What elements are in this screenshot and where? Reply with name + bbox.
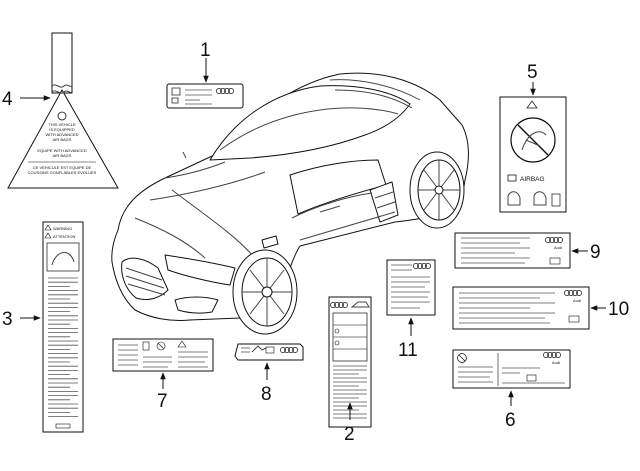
callout-5: 5	[527, 62, 538, 83]
label4-line-1: THIS VEHICLE	[48, 122, 76, 127]
label4-line-7: CE VEHICULE EST EQUIPE DE	[33, 165, 92, 170]
label4-line-6: AIR BAGS	[53, 153, 72, 158]
label4-line-4: AIR BAGS	[53, 137, 72, 142]
callout-9: 9	[590, 242, 601, 263]
label-8	[234, 343, 304, 361]
callout-2: 2	[344, 424, 355, 445]
label-11	[386, 259, 436, 316]
label9-brand: Audi	[554, 245, 562, 250]
label-5-airbag: AIRBAG	[499, 96, 567, 213]
callout-8: 8	[261, 384, 272, 405]
callout-6: 6	[505, 410, 516, 431]
label2-text-lines	[333, 365, 367, 419]
label4-line-5: EQUIPE WITH ADVANCED	[37, 148, 86, 153]
label-9: Audi	[454, 232, 571, 269]
label3-warning: WARNING	[53, 226, 72, 231]
label3-text-lines	[48, 277, 78, 418]
label-1	[166, 83, 244, 109]
label-3-warning: WARNING ATTENTION	[42, 221, 84, 433]
label4-line-8: COUSSINS GONFLABLES EVOLUES	[28, 170, 97, 175]
label-10: Audi	[452, 286, 590, 330]
label6-brand: Audi	[552, 360, 560, 365]
label-7	[112, 338, 214, 372]
callout-7: 7	[157, 391, 168, 412]
callout-1: 1	[200, 40, 211, 61]
callout-3: 3	[2, 309, 13, 330]
car-illustration	[111, 72, 469, 335]
label-6: Audi	[452, 349, 571, 389]
label-4-airbag-warning: THIS VEHICLE IS EQUIPPED WITH ADVANCED A…	[7, 32, 119, 189]
label5-airbag-text: AIRBAG	[520, 176, 545, 183]
label3-attention: ATTENTION	[53, 234, 75, 239]
label10-brand: Audi	[573, 298, 581, 303]
callout-11: 11	[398, 340, 418, 361]
label4-line-2: IS EQUIPPED	[49, 127, 75, 132]
label4-line-3: WITH ADVANCED	[45, 132, 78, 137]
callout-10: 10	[608, 299, 629, 320]
callout-4: 4	[2, 89, 13, 110]
